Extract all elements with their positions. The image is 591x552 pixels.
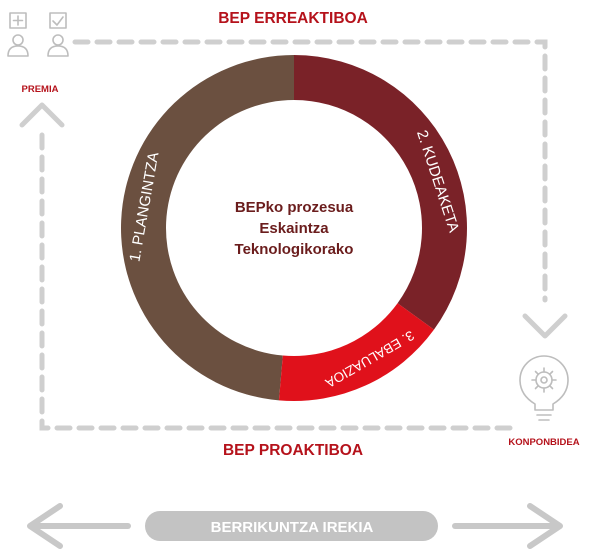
person-icon (7, 34, 29, 57)
plus-square-icon (9, 12, 27, 29)
segment-management (294, 55, 467, 330)
reactive-path (72, 39, 548, 303)
up-chevron-icon (19, 102, 65, 128)
center-line-1: BEPko prozesua (235, 199, 354, 216)
segment-planning (121, 54, 294, 401)
person-icon (47, 34, 69, 57)
center-line-3: Teknologikorako (235, 241, 354, 258)
open-innovation-label: BERRIKUNTZA IREKIA (211, 519, 374, 536)
process-ring (121, 54, 467, 401)
segment-evaluation (278, 303, 434, 401)
premia-label: PREMIA (22, 84, 59, 95)
proactive-path (39, 127, 513, 431)
check-square-icon (49, 12, 67, 29)
down-chevron-icon (522, 313, 568, 339)
konponbidea-label: KONPONBIDEA (508, 437, 579, 448)
center-line-2: Eskaintza (259, 220, 329, 237)
bottom-label: BEP PROAKTIBOA (223, 442, 363, 459)
lightbulb-gear-icon (519, 355, 569, 421)
open-innovation-bar (27, 503, 563, 549)
top-label: BEP ERREAKTIBOA (218, 10, 368, 27)
